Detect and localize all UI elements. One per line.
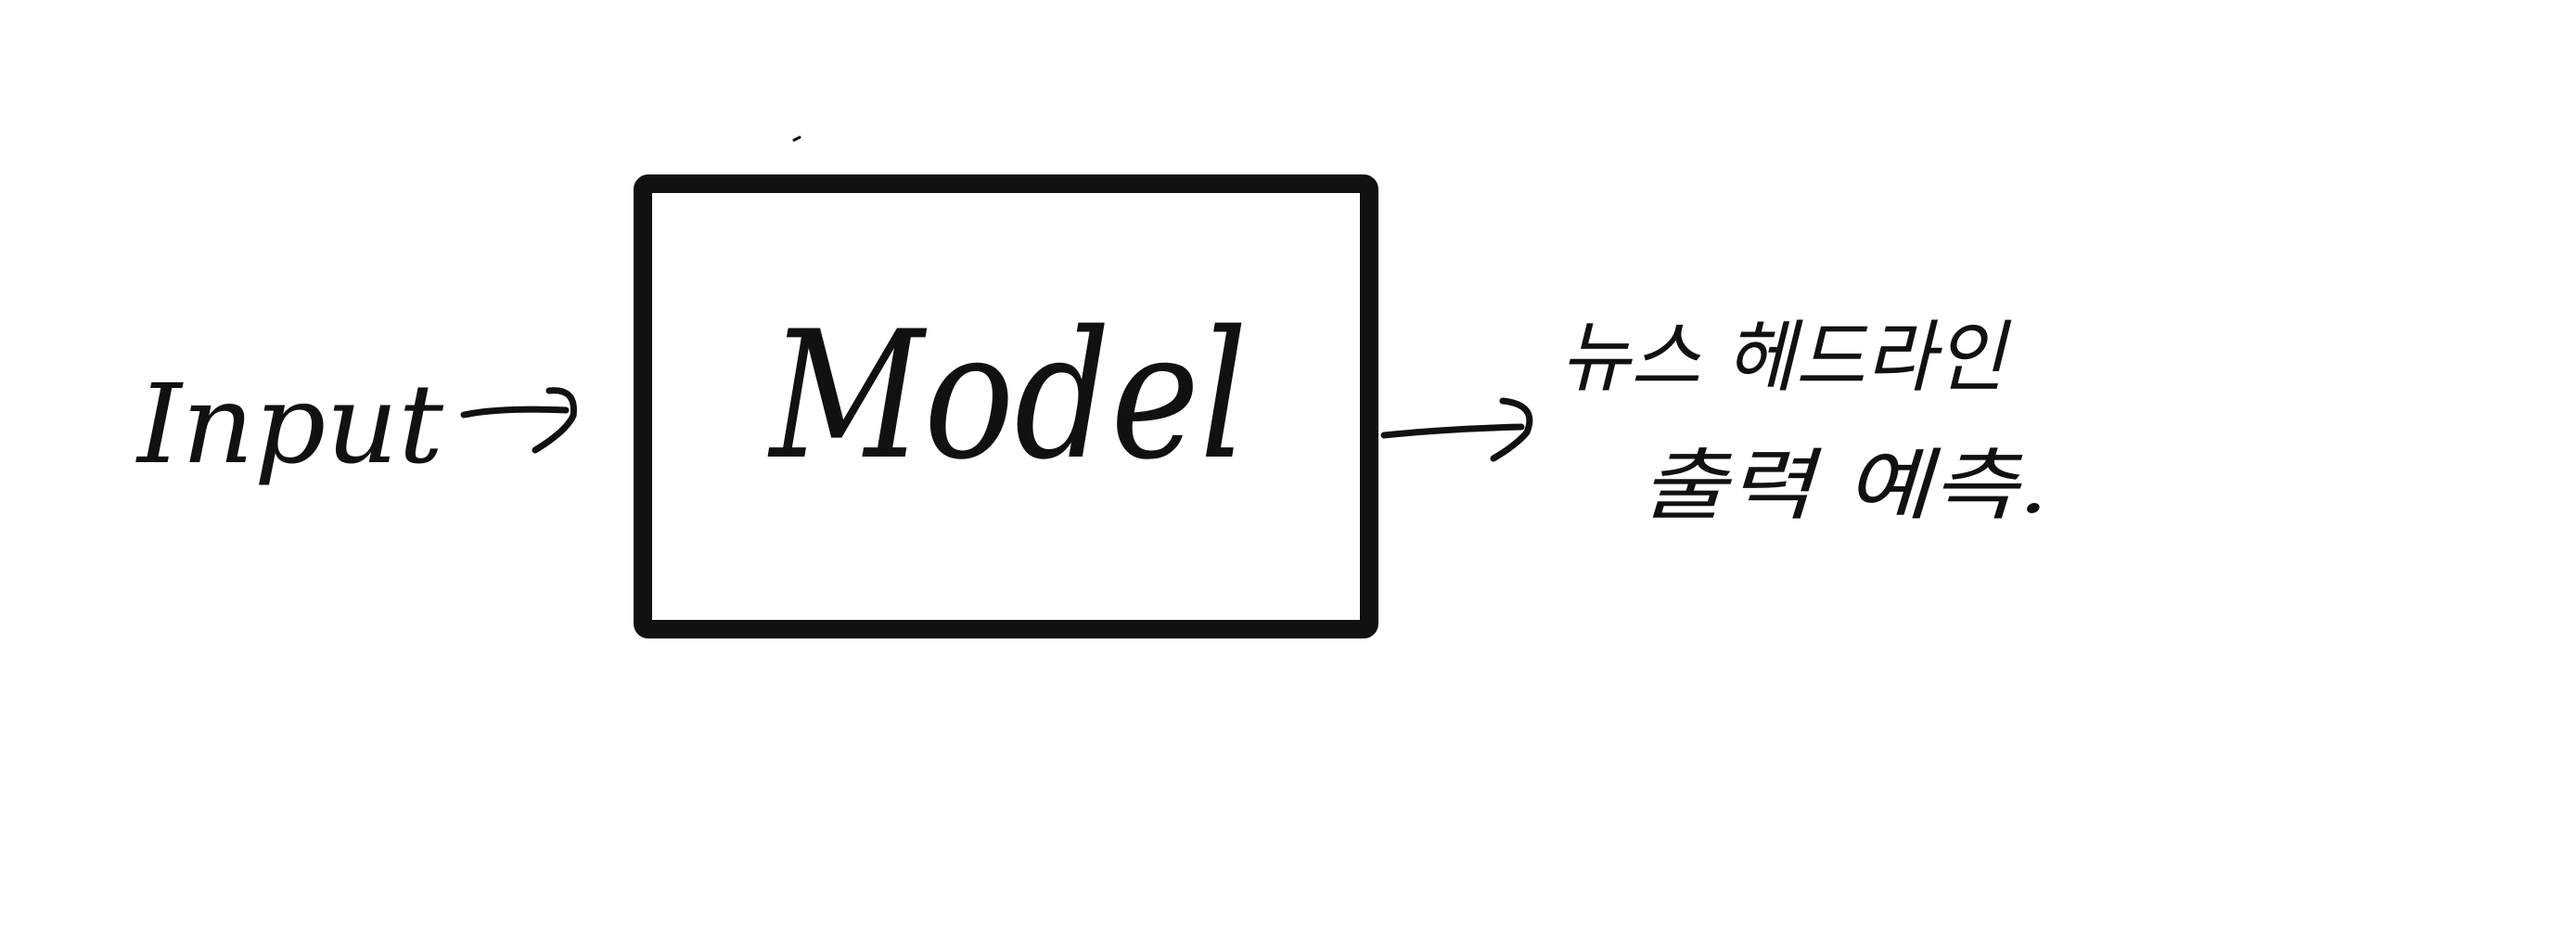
input-label: Input bbox=[135, 360, 444, 488]
output-label-line2: 출력 예측. bbox=[1640, 440, 2048, 531]
input-arrow bbox=[460, 387, 577, 454]
output-arrow bbox=[1380, 397, 1533, 462]
output-label-line1: 뉴스 헤드라인 bbox=[1560, 312, 2012, 403]
model-label: Model bbox=[767, 293, 1248, 498]
model-box bbox=[634, 174, 1378, 638]
stray-mark bbox=[792, 135, 801, 142]
